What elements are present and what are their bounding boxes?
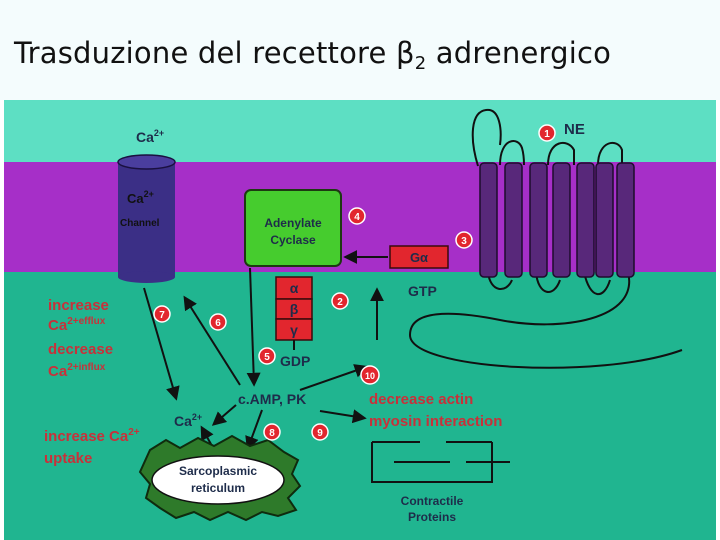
beta-label: β — [290, 301, 299, 317]
step-badge-5: 5 — [259, 348, 275, 364]
svg-text:2: 2 — [337, 297, 343, 308]
svg-text:9: 9 — [317, 428, 323, 439]
svg-text:1: 1 — [544, 129, 550, 140]
step-badge-9: 9 — [312, 424, 328, 440]
contractile-label-2: Proteins — [408, 510, 456, 524]
title-bar: Trasduzione del recettore β2 adrenergico — [0, 0, 720, 100]
svg-text:10: 10 — [365, 371, 375, 381]
svg-text:myosin interaction: myosin interaction — [369, 413, 502, 430]
step-badge-2: 2 — [332, 293, 348, 309]
svg-text:decrease: decrease — [48, 341, 113, 358]
adenylate-label-2: Cyclase — [270, 233, 316, 247]
page-title: Trasduzione del recettore β2 adrenergico — [14, 36, 611, 74]
adenylate-cyclase: Adenylate Cyclase — [245, 190, 341, 266]
svg-text:8: 8 — [269, 428, 275, 439]
title-subscript: 2 — [415, 53, 427, 74]
extracellular-region — [4, 100, 716, 162]
camp-pk-label: c.AMP, PK — [238, 391, 306, 407]
svg-text:4: 4 — [354, 212, 360, 223]
alpha-label: α — [290, 280, 299, 296]
step-badge-4: 4 — [349, 208, 365, 224]
step-badge-10: 10 — [361, 366, 379, 384]
signaling-diagram: Ca2+ Ca2+ Channel Adenylate Cyclase Gα G… — [0, 100, 720, 540]
title-main: Trasduzione del recettore — [14, 36, 396, 70]
title-beta-symbol: β — [396, 36, 415, 70]
svg-text:uptake: uptake — [44, 450, 92, 467]
svg-text:7: 7 — [159, 310, 165, 321]
g-protein-complex: α β γ — [276, 277, 312, 340]
svg-text:increase: increase — [48, 297, 109, 314]
step-badge-7: 7 — [154, 306, 170, 322]
adenylate-label-1: Adenylate — [264, 216, 322, 230]
g-alpha-subunit: Gα — [390, 246, 448, 268]
calcium-channel: Ca2+ Channel — [118, 155, 175, 283]
svg-text:5: 5 — [264, 352, 270, 363]
channel-label-2: Channel — [120, 218, 160, 229]
sarcoplasmic-reticulum: Sarcoplasmic reticulum — [140, 436, 300, 520]
gamma-label: γ — [290, 322, 298, 338]
svg-text:3: 3 — [461, 236, 467, 247]
ne-label: NE — [564, 121, 585, 138]
sr-label-2: reticulum — [191, 481, 245, 495]
gdp-label: GDP — [280, 353, 310, 369]
step-badge-1: 1 — [539, 125, 555, 141]
svg-text:6: 6 — [215, 318, 221, 329]
contractile-label-1: Contractile — [401, 494, 464, 508]
svg-text:decrease actin: decrease actin — [369, 391, 473, 408]
step-badge-6: 6 — [210, 314, 226, 330]
gtp-label: GTP — [408, 283, 437, 299]
sr-label-1: Sarcoplasmic — [179, 464, 257, 478]
g-alpha-label: Gα — [410, 250, 428, 265]
step-badge-8: 8 — [264, 424, 280, 440]
svg-text:increase Ca2+: increase Ca2+ — [44, 427, 140, 445]
step-badge-3: 3 — [456, 232, 472, 248]
title-tail: adrenergico — [426, 36, 611, 70]
